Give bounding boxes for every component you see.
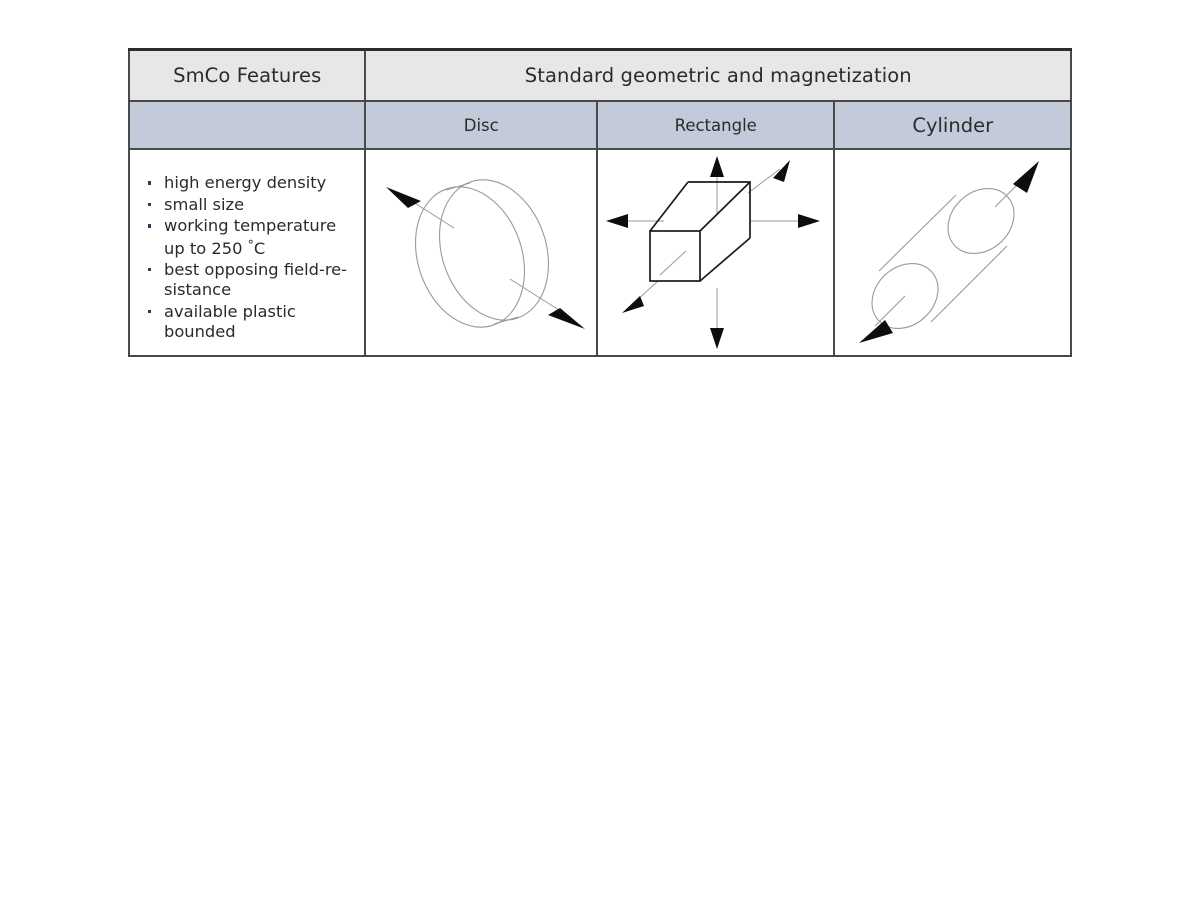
rect-edge-bottomright <box>699 236 751 282</box>
feature-text-line1: available plastic <box>164 301 296 321</box>
list-item: small size <box>144 195 354 215</box>
list-item: high energy density <box>144 173 354 193</box>
body-cell-disc <box>364 148 597 356</box>
cylinder-axis-lower <box>875 295 906 326</box>
disc-edge-bottom <box>494 315 519 325</box>
table-body-row: high energy density small size working t… <box>129 148 1071 356</box>
feature-text-line2: bounded <box>164 322 236 342</box>
features-list: high energy density small size working t… <box>130 151 364 353</box>
rect-arrow-left <box>605 213 628 228</box>
rect-edge-topright <box>699 180 751 232</box>
rect-arrow-up <box>709 155 724 177</box>
disc-magnetization-diagram <box>386 178 586 329</box>
header-cell-cylinder: Cylinder <box>833 100 1071 149</box>
feature-text-line1: best opposing field-re- <box>164 259 348 279</box>
rect-axis-diag-up <box>747 168 781 193</box>
disc-arrow-north <box>386 186 422 208</box>
disc-far-face <box>439 178 550 321</box>
spec-table-container: SmCo Features Standard geometric and mag… <box>128 48 1072 357</box>
header-cell-rectangle: Rectangle <box>595 100 835 149</box>
rect-front-face <box>649 229 701 282</box>
shape-label-rectangle: Rectangle <box>674 115 757 135</box>
header-cell-blank <box>129 100 366 149</box>
table-header-row-secondary: Disc Rectangle Cylinder <box>129 100 1071 149</box>
disc-arrow-south <box>548 307 586 329</box>
rect-arrow-diag-up <box>772 159 790 182</box>
feature-text: small size <box>164 194 245 214</box>
body-cell-cylinder <box>833 148 1071 356</box>
body-cell-rectangle <box>595 148 835 356</box>
disc-edge-top <box>446 181 471 191</box>
smco-specification-table: SmCo Features Standard geometric and mag… <box>128 48 1072 357</box>
cylinder-magnetization-diagram <box>859 160 1040 343</box>
feature-text-line2: sistance <box>164 280 232 300</box>
body-cell-features: high energy density small size working t… <box>129 148 366 356</box>
rect-arrow-diag-down <box>621 295 644 313</box>
cylinder-arrow-south <box>859 319 894 343</box>
cylinder-near-cap <box>871 262 939 329</box>
rect-arrow-right <box>797 213 820 228</box>
cylinder-far-cap <box>947 187 1015 254</box>
group-title: Standard geometric and magnetization <box>524 64 912 87</box>
rect-arrow-down <box>709 327 724 349</box>
rect-inner-diagonal <box>659 250 687 275</box>
cylinder-side-upper <box>879 194 957 271</box>
disc-near-face <box>415 185 526 328</box>
feature-text: high energy density <box>164 173 327 193</box>
header-cell-group: Standard geometric and magnetization <box>364 49 1071 101</box>
feature-text-line2: up to 250 <box>164 238 248 258</box>
degree-symbol: ° <box>247 236 254 252</box>
list-item: working temperature up to 250 °C <box>144 216 354 259</box>
header-cell-disc: Disc <box>364 100 597 149</box>
list-item: best opposing field-re- sistance <box>144 260 354 301</box>
list-item: available plastic bounded <box>144 302 354 343</box>
rectangle-magnetization-diagram <box>605 155 820 349</box>
feature-text-line1: working temperature <box>164 216 337 236</box>
table-header-row-primary: SmCo Features Standard geometric and mag… <box>129 49 1071 101</box>
shape-label-disc: Disc <box>463 115 499 135</box>
features-title: SmCo Features <box>173 64 322 87</box>
shape-label-cylinder: Cylinder <box>912 113 994 137</box>
cylinder-arrow-north <box>1013 160 1040 193</box>
rect-edge-topleft <box>649 180 689 232</box>
cylinder-side-lower <box>931 245 1008 322</box>
header-cell-features: SmCo Features <box>129 49 366 101</box>
feature-text-unit: C <box>253 238 266 258</box>
